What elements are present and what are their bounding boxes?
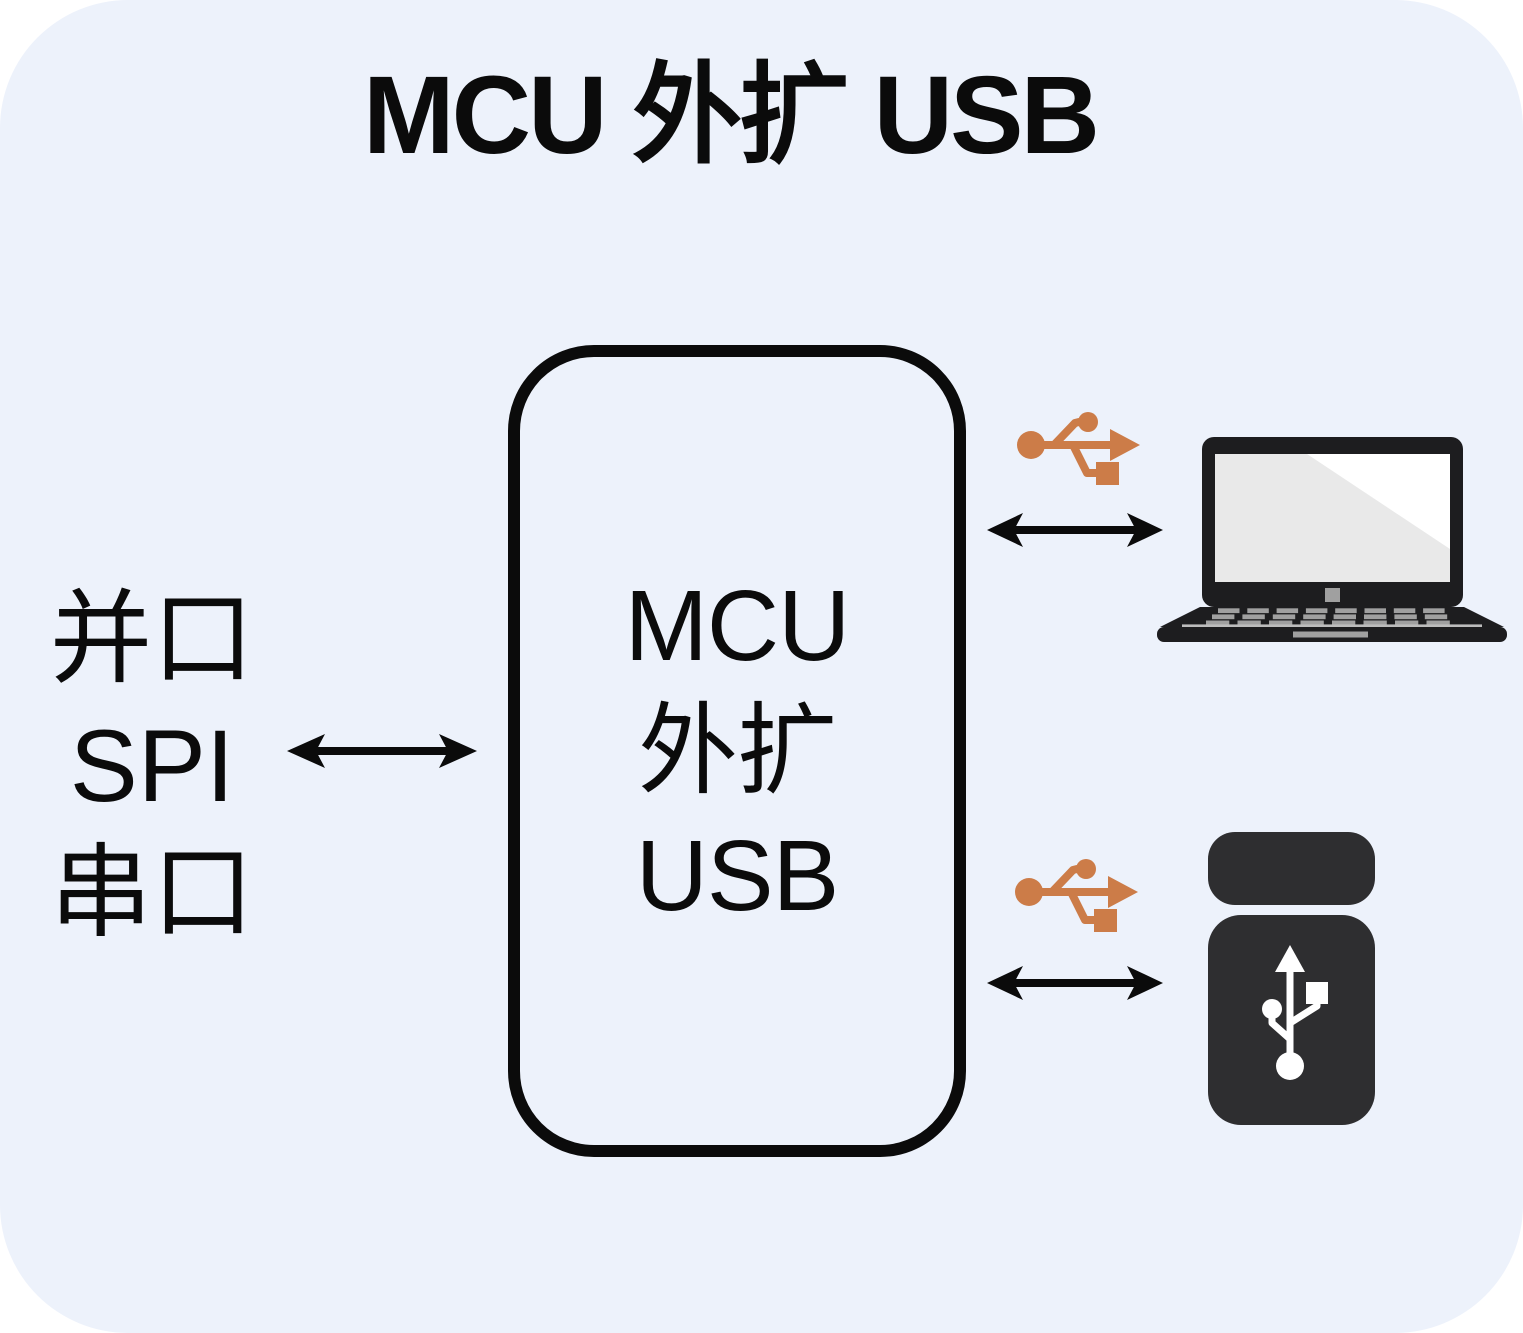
usb-square-node <box>1094 909 1117 932</box>
usb-symbol-icon <box>1017 412 1140 485</box>
interface-parallel-port-label: 并口 <box>50 582 254 696</box>
mcu-usb-expansion-box: MCU 外扩 USB <box>508 345 966 1157</box>
mcu-box-line-3: USB <box>635 819 840 932</box>
arrow-shaft <box>1012 526 1138 534</box>
laptop-keys <box>1206 608 1450 625</box>
arrowhead-right <box>439 734 477 768</box>
usb-top-node <box>1078 412 1098 432</box>
laptop-trackpad <box>1293 631 1368 638</box>
arrow-shaft <box>1012 979 1138 987</box>
usb-square-node <box>1096 462 1119 485</box>
usb-bottom-branch <box>1067 888 1098 924</box>
mcu-box-line-1: MCU <box>624 569 851 682</box>
arrowhead-right <box>1127 966 1163 1000</box>
left-interfaces-label: 并口 SPI 串口 <box>22 576 282 957</box>
arrowhead-left <box>987 513 1023 547</box>
usb-flash-drive-icon <box>1208 832 1375 1125</box>
laptop-hinge-line <box>1182 624 1482 628</box>
usb-bottom-branch <box>1069 441 1100 477</box>
usb-arrowhead <box>1110 429 1140 461</box>
interface-spi-label: SPI <box>69 709 235 823</box>
arrow-shaft <box>314 747 450 755</box>
usb-trident-glyph <box>1262 945 1328 1080</box>
arrowhead-left <box>287 734 325 768</box>
left-bidirectional-arrow <box>287 734 477 768</box>
diagram-title: MCU 外扩 USB <box>363 54 1100 177</box>
flash-drive-cap <box>1208 832 1375 905</box>
interface-serial-port-label: 串口 <box>50 836 254 950</box>
usb-top-branch <box>1050 418 1083 449</box>
bottom-right-bidirectional-arrow <box>987 966 1163 1000</box>
usb-symbol-icon <box>1015 859 1138 932</box>
laptop-bezel-button <box>1325 588 1340 602</box>
mcu-box-line-2: 外扩 <box>638 694 837 807</box>
arrowhead-right <box>1127 513 1163 547</box>
usb-top-node <box>1076 859 1096 879</box>
arrowhead-left <box>987 966 1023 1000</box>
usb-top-branch <box>1048 865 1081 896</box>
laptop-icon <box>1157 437 1507 642</box>
usb-arrowhead <box>1108 876 1138 908</box>
top-right-bidirectional-arrow <box>987 513 1163 547</box>
laptop-screen-glare <box>1307 454 1450 549</box>
